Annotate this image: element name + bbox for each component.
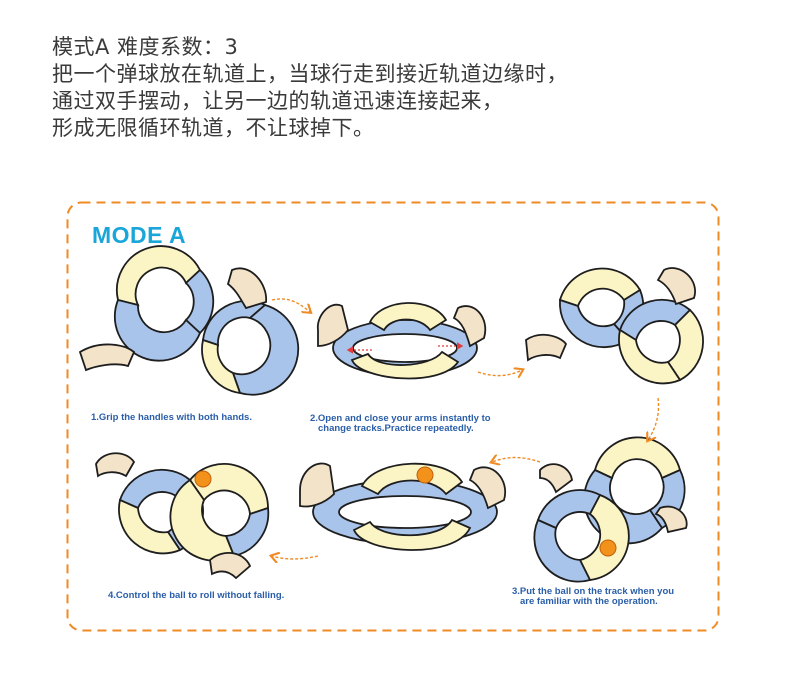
step3-illustration [533,436,688,583]
step2-hands [317,303,487,348]
flow-arrow-4b-to-4 [272,556,319,559]
step1-caption-line1: 1.Grip the handles with both hands. [91,412,252,423]
step4-caption-line1: 4.Control the ball to roll without falli… [108,590,285,601]
instruction-line-3: 形成无限循环轨道，不让球掉下。 [52,116,375,140]
step3a-illustration [525,267,704,385]
instructions-header: 模式A 难度系数：3 把一个弹球放在轨道上，当球行走到接近轨道边缘时， 通过双手… [52,34,752,142]
step3-caption-line2: are familiar with the operation. [520,596,658,607]
flow-arrow-2-to-3 [477,370,522,376]
step4-ball [194,470,212,488]
flow-arrow-3-to-4b [492,458,541,463]
step2-caption-line2: change tracks.Practice repeatedly. [318,423,474,434]
step4-illustration [95,452,270,580]
dashed-border [66,201,720,632]
step1-left-ring [113,245,215,362]
mode-difficulty-line: 模式A 难度系数：3 [52,35,239,59]
step2-caption-line1: 2.Open and close your arms instantly to [310,413,491,424]
flow-arrow-down [648,397,660,440]
step3-caption: 3.Put the ball on the track when you are… [512,587,674,607]
instruction-line-1: 把一个弹球放在轨道上，当球行走到接近轨道边缘时， [52,62,568,86]
step1-caption: 1.Grip the handles with both hands. [91,413,252,423]
step4b-illustration [299,462,507,551]
step2-illustration [317,302,487,380]
step1-right-ring [201,300,300,396]
step2-caption: 2.Open and close your arms instantly to … [310,414,491,434]
step3-caption-line1: 3.Put the ball on the track when you [512,586,675,597]
instruction-line-2: 通过双手摆动，让另一边的轨道迅速连接起来， [52,89,504,113]
diagram-frame [66,201,720,632]
mode-title: MODE A [92,222,187,248]
flow-arrow-1-to-2 [271,298,310,312]
step1-illustration [78,245,300,396]
step1-hands [78,267,267,372]
flow-arrows [271,298,660,559]
step4-caption: 4.Control the ball to roll without falli… [108,591,284,601]
step3-ball [599,539,617,557]
